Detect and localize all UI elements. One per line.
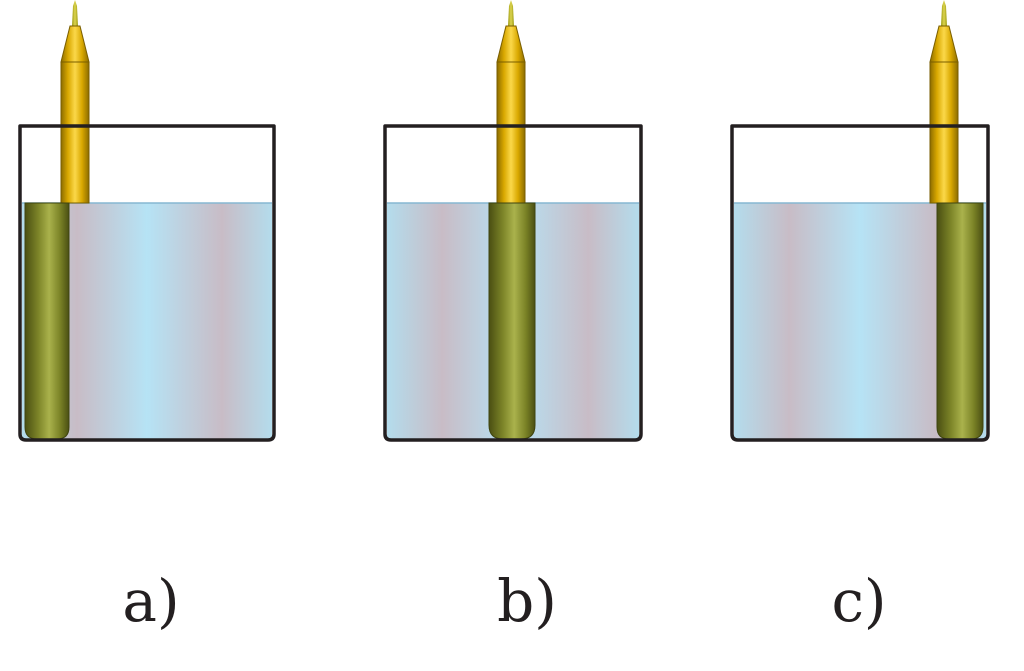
- electrode-tip: [941, 0, 947, 26]
- electrode-tip: [508, 0, 514, 26]
- panel-c: [730, 0, 990, 442]
- electrode-submerged: [24, 202, 70, 440]
- panel-c-label: c): [831, 567, 887, 635]
- electrode-shaft: [60, 61, 90, 204]
- electrode-submerged: [936, 202, 984, 440]
- panel-a-label: a): [122, 567, 180, 635]
- electrode: [24, 0, 90, 440]
- electrode-tip: [72, 0, 78, 26]
- beaker: [383, 124, 643, 442]
- electrode-shaft: [496, 61, 526, 204]
- electrode: [488, 0, 536, 440]
- electrode-shaft: [929, 61, 959, 204]
- panel-a: [18, 0, 276, 442]
- electrode-cone: [60, 25, 90, 63]
- panel-b: [383, 0, 643, 442]
- panel-b-label: b): [497, 567, 557, 635]
- beaker: [18, 124, 276, 442]
- electrode: [929, 0, 984, 440]
- beaker: [730, 124, 990, 442]
- electrode-cone: [496, 25, 526, 63]
- electrode-submerged: [488, 202, 536, 440]
- electrode-cone: [929, 25, 959, 63]
